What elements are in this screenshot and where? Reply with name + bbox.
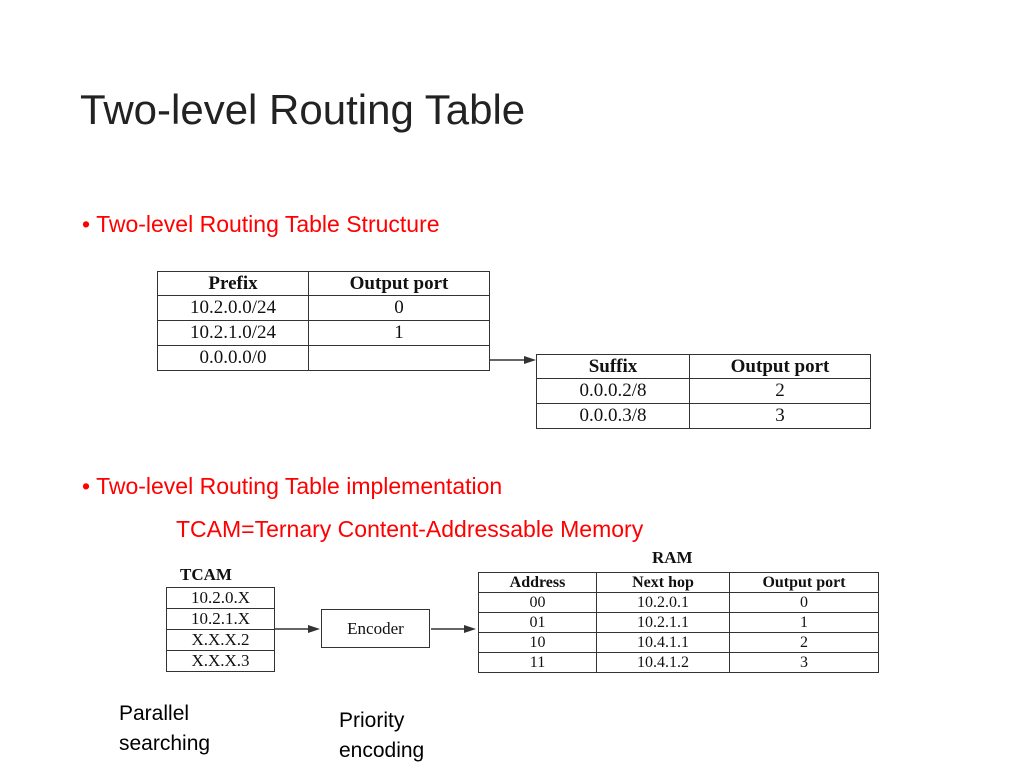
table-row: X.X.X.2 <box>166 629 275 651</box>
next-hop-cell: 10.4.1.2 <box>596 652 730 673</box>
table-row: 11 10.4.1.2 3 <box>478 652 879 673</box>
address-cell: 11 <box>478 652 597 673</box>
bullet-structure: •Two-level Routing Table Structure <box>82 211 440 238</box>
suffix-cell: 0.0.0.2/8 <box>536 378 690 404</box>
prefix-cell: 0.0.0.0/0 <box>157 345 309 371</box>
caption-line: searching <box>119 732 211 755</box>
table-row: 10.2.0.0/24 0 <box>157 295 490 321</box>
bullet-text: Two-level Routing Table implementation <box>96 473 503 499</box>
table-row: 0.0.0.3/8 3 <box>536 403 871 429</box>
table-row: 10.2.1.X <box>166 608 275 630</box>
port-cell <box>308 345 490 371</box>
suffix-table: Suffix Output port 0.0.0.2/8 2 0.0.0.3/8… <box>536 354 871 429</box>
table-row: 10.2.1.0/24 1 <box>157 320 490 346</box>
arrow-to-ram-icon <box>431 625 476 633</box>
bullet-text: Two-level Routing Table Structure <box>96 211 440 237</box>
suffix-cell: 0.0.0.3/8 <box>536 403 690 429</box>
prefix-table: Prefix Output port 10.2.0.0/24 0 10.2.1.… <box>157 271 490 371</box>
table-row: X.X.X.3 <box>166 650 275 672</box>
port-cell: 3 <box>689 403 871 429</box>
table-row: 10.2.0.X <box>166 587 275 609</box>
next-hop-cell: 10.2.1.1 <box>596 612 730 633</box>
table-row: 00 10.2.0.1 0 <box>478 592 879 613</box>
tcam-entry: 10.2.1.X <box>166 608 275 630</box>
output-port-header: Output port <box>308 271 490 296</box>
port-cell: 0 <box>308 295 490 321</box>
port-cell: 2 <box>689 378 871 404</box>
bullet-implementation: •Two-level Routing Table implementation <box>82 473 502 500</box>
bullet-symbol: • <box>82 211 91 237</box>
prefix-cell: 10.2.0.0/24 <box>157 295 309 321</box>
address-header: Address <box>478 572 597 593</box>
table-row: 01 10.2.1.1 1 <box>478 612 879 633</box>
caption-line: Priority <box>339 709 405 732</box>
port-cell: 1 <box>308 320 490 346</box>
table-row: 10 10.4.1.1 2 <box>478 632 879 653</box>
ram-table: Address Next hop Output port 00 10.2.0.1… <box>478 572 879 673</box>
table-row: 0.0.0.0/0 <box>157 345 490 371</box>
bullet-symbol: • <box>82 473 91 499</box>
port-cell: 3 <box>729 652 879 673</box>
output-port-header: Output port <box>729 572 879 593</box>
port-cell: 2 <box>729 632 879 653</box>
port-cell: 0 <box>729 592 879 613</box>
suffix-header: Suffix <box>536 354 690 379</box>
prefix-cell: 10.2.1.0/24 <box>157 320 309 346</box>
tcam-entry: X.X.X.3 <box>166 650 275 672</box>
tcam-entry: X.X.X.2 <box>166 629 275 651</box>
address-cell: 10 <box>478 632 597 653</box>
slide-title: Two-level Routing Table <box>80 86 526 133</box>
caption-line: encoding <box>339 739 425 762</box>
encoder-box: Encoder <box>321 609 430 648</box>
next-hop-header: Next hop <box>596 572 730 593</box>
tcam-label: TCAM <box>180 565 232 584</box>
port-cell: 1 <box>729 612 879 633</box>
prefix-header: Prefix <box>157 271 309 296</box>
arrow-to-encoder-icon <box>275 625 320 633</box>
tcam-entry: 10.2.0.X <box>166 587 275 609</box>
arrow-to-suffix-icon <box>490 356 536 364</box>
ram-label: RAM <box>652 548 693 567</box>
next-hop-cell: 10.2.0.1 <box>596 592 730 613</box>
caption-line: Parallel <box>119 702 190 725</box>
caption-parallel-searching: Parallel searching <box>119 699 210 759</box>
table-row: 0.0.0.2/8 2 <box>536 378 871 404</box>
address-cell: 00 <box>478 592 597 613</box>
next-hop-cell: 10.4.1.1 <box>596 632 730 653</box>
tcam-table: 10.2.0.X 10.2.1.X X.X.X.2 X.X.X.3 <box>166 587 275 672</box>
encoder-label: Encoder <box>347 618 404 638</box>
caption-priority-encoding: Priority encoding <box>339 706 424 766</box>
output-port-header: Output port <box>689 354 871 379</box>
address-cell: 01 <box>478 612 597 633</box>
tcam-definition: TCAM=Ternary Content-Addressable Memory <box>176 516 644 542</box>
